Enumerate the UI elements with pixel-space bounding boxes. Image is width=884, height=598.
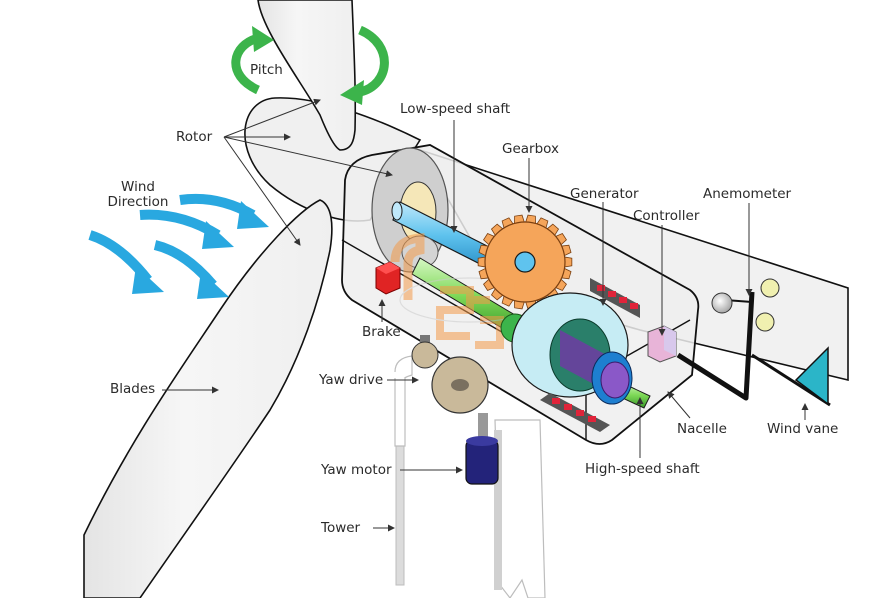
brake (375, 261, 401, 295)
generator-magnet (608, 291, 616, 297)
label-blades: Blades (110, 381, 156, 397)
label-low-speed-shaft: Low-speed shaft (400, 101, 511, 117)
blade-lower-left (83, 199, 333, 598)
label-yaw-motor: Yaw motor (321, 462, 392, 478)
pitch-arrows (231, 25, 389, 105)
generator-magnet (619, 297, 627, 303)
wind-arrow-head (202, 221, 234, 249)
label-wind-direction-line2: Direction (107, 193, 169, 210)
generator-magnet (552, 398, 560, 404)
label-tower: Tower (321, 520, 361, 536)
label-nacelle: Nacelle (677, 421, 727, 437)
generator-magnet (597, 285, 605, 291)
tower (394, 355, 546, 598)
generator-magnet (588, 416, 596, 422)
leader-lines (162, 98, 809, 532)
label-pitch: Pitch (250, 62, 283, 78)
label-high-speed-shaft: High-speed shaft (585, 461, 700, 477)
generator-magnet (630, 303, 638, 309)
label-anemometer: Anemometer (703, 186, 792, 202)
wind-arrow-head (237, 201, 269, 229)
label-wind-direction: Wind Direction (107, 180, 169, 210)
anemometer (676, 278, 780, 401)
blade-top (257, 0, 357, 151)
label-brake: Brake (362, 324, 401, 340)
label-wind-vane: Wind vane (767, 421, 839, 437)
generator-magnet (576, 410, 584, 416)
wind-arrows (88, 193, 269, 299)
yaw-drive (411, 335, 489, 414)
wind-arrow-head (132, 266, 164, 294)
generator (511, 278, 640, 432)
watermark (390, 233, 541, 349)
label-wind-direction-line1: Wind (121, 179, 155, 195)
wind-arrow-head (197, 271, 229, 299)
wind-vane (751, 346, 831, 407)
label-generator: Generator (570, 186, 639, 202)
label-yaw-drive: Yaw drive (319, 372, 384, 388)
label-gearbox: Gearbox (502, 141, 559, 157)
label-controller: Controller (633, 208, 700, 224)
low-speed-shaft (391, 201, 496, 269)
controller (647, 325, 677, 363)
generator-magnet (564, 404, 572, 410)
label-rotor: Rotor (176, 129, 213, 145)
yaw-motor (465, 413, 499, 485)
